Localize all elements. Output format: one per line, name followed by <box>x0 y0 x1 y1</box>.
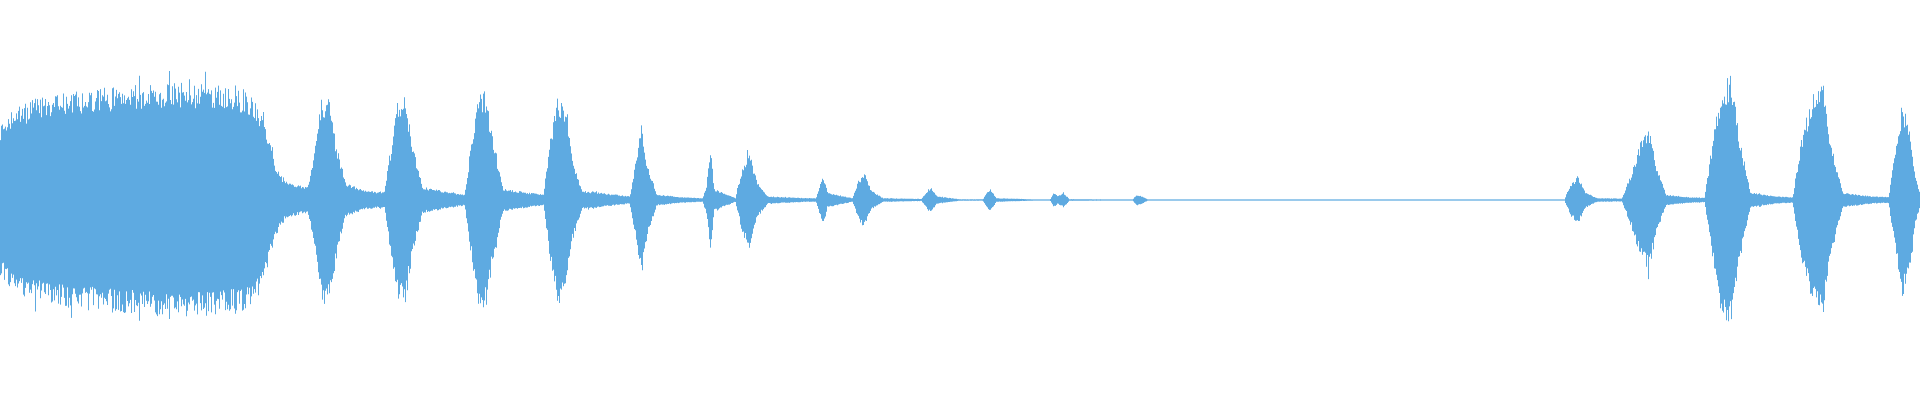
waveform-trace <box>0 71 1920 322</box>
